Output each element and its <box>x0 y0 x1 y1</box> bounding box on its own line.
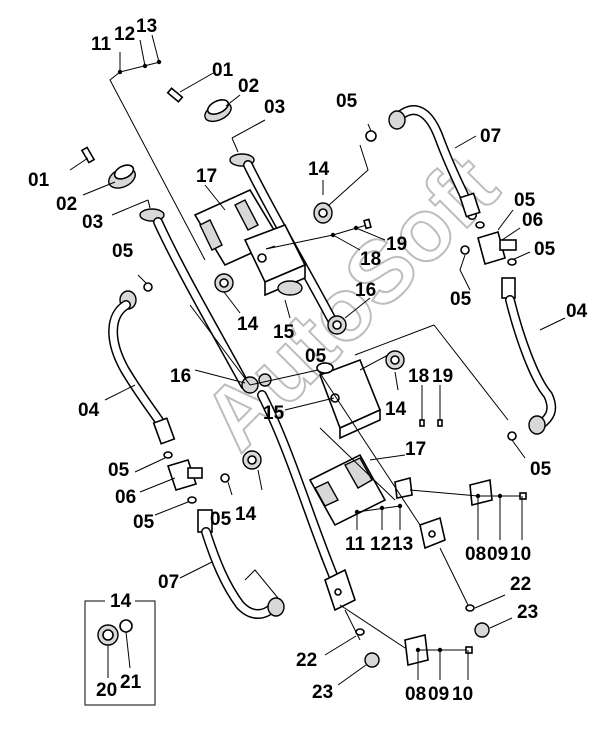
label-14-center-low: 14 <box>235 504 257 525</box>
label-02-left: 02 <box>56 194 77 215</box>
leaders-22-23-bottom <box>324 635 367 686</box>
label-21-detail: 21 <box>120 672 142 693</box>
hose-16-left <box>111 199 250 390</box>
label-11-lower: 11 <box>345 534 366 555</box>
detail-box-14 <box>84 600 156 706</box>
cap-02-left <box>82 164 136 196</box>
label-12-lower: 12 <box>370 534 391 555</box>
label-10-upper: 10 <box>510 544 531 565</box>
label-14-center-right: 14 <box>385 399 407 420</box>
bracket-lower-right <box>317 369 513 638</box>
label-19-top: 19 <box>386 234 407 255</box>
label-17-lower: 17 <box>405 439 426 460</box>
fitting-14-upper <box>214 273 241 314</box>
fitting-center-joint <box>189 304 319 394</box>
label-20-detail: 20 <box>96 680 117 701</box>
label-14-top: 14 <box>308 159 330 180</box>
label-05-top: 05 <box>336 91 358 112</box>
label-07-top: 07 <box>480 126 501 147</box>
label-05-left-low: 05 <box>133 512 155 533</box>
hose-07-bottom <box>179 509 285 619</box>
label-04-left: 04 <box>78 400 100 421</box>
fitting-14-center <box>313 123 377 224</box>
hose-04-left <box>104 274 176 445</box>
label-05-left-top: 05 <box>112 241 134 262</box>
label-05-right-low: 05 <box>530 459 552 480</box>
label-16-center: 16 <box>355 280 376 301</box>
bracket-08-upper <box>394 476 527 540</box>
label-09-lower: 09 <box>428 684 449 705</box>
label-02-top: 02 <box>238 76 259 97</box>
label-16-left: 16 <box>170 366 191 387</box>
label-03-top: 03 <box>264 97 285 118</box>
label-13-top: 13 <box>136 16 157 37</box>
label-06-top: 06 <box>522 210 543 231</box>
label-12-top: 12 <box>114 24 135 45</box>
label-01-top: 01 <box>212 60 234 81</box>
connector-lines-right <box>354 245 526 459</box>
bracket-08-lower <box>339 604 473 680</box>
label-13-lower: 13 <box>392 534 413 555</box>
fitting-center-16 <box>327 297 371 335</box>
tee-06-lower <box>134 451 203 516</box>
label-04-right: 04 <box>566 301 588 322</box>
label-03-left: 03 <box>82 212 103 233</box>
label-11-top: 11 <box>91 34 112 55</box>
tee-06-upper <box>475 209 531 266</box>
label-23-bottom: 23 <box>312 682 333 703</box>
label-05-right-mid: 05 <box>534 239 556 260</box>
label-23-right: 23 <box>517 602 538 623</box>
part-labels: 11 12 13 01 02 03 01 02 03 05 07 14 17 0… <box>28 16 588 705</box>
label-08-upper: 08 <box>465 544 486 565</box>
label-22-right: 22 <box>510 574 531 595</box>
hose-center-long <box>257 390 380 668</box>
label-14-left-top: 14 <box>237 314 259 335</box>
label-05-left-mid: 05 <box>108 460 130 481</box>
lower-chain-lines <box>319 427 403 530</box>
label-08-lower: 08 <box>405 684 426 705</box>
cap-02-top <box>204 94 241 123</box>
label-07-bottom: 07 <box>158 572 179 593</box>
pin-01-top <box>166 71 216 103</box>
label-05-center: 05 <box>305 346 327 367</box>
pin-18-19-upper <box>265 218 386 251</box>
valve-15-center <box>284 358 382 440</box>
hose-04-right <box>501 277 566 435</box>
label-05-center-low: 05 <box>210 509 232 530</box>
label-05-center-right: 05 <box>450 289 472 310</box>
label-19-center: 19 <box>432 366 453 387</box>
fitting-14-lower <box>220 450 263 496</box>
label-01-left: 01 <box>28 170 50 191</box>
label-15-center: 15 <box>263 403 285 424</box>
label-09-upper: 09 <box>487 544 508 565</box>
top-chain-lines <box>109 34 206 261</box>
label-22-bottom: 22 <box>296 650 317 671</box>
label-14-detail: 14 <box>110 591 132 612</box>
pin-18-19-lower <box>419 385 443 427</box>
label-15-top: 15 <box>273 322 295 343</box>
pin-01-left <box>69 146 96 171</box>
valve-15-top <box>243 223 307 319</box>
hose-07-top <box>388 105 481 220</box>
label-18-center: 18 <box>408 366 429 387</box>
label-05-right-top: 05 <box>514 190 536 211</box>
label-10-lower: 10 <box>452 684 473 705</box>
label-06-lower: 06 <box>115 487 136 508</box>
label-18-top: 18 <box>360 249 381 270</box>
label-17-top: 17 <box>196 166 217 187</box>
fitting-14-mid-right <box>359 350 405 391</box>
